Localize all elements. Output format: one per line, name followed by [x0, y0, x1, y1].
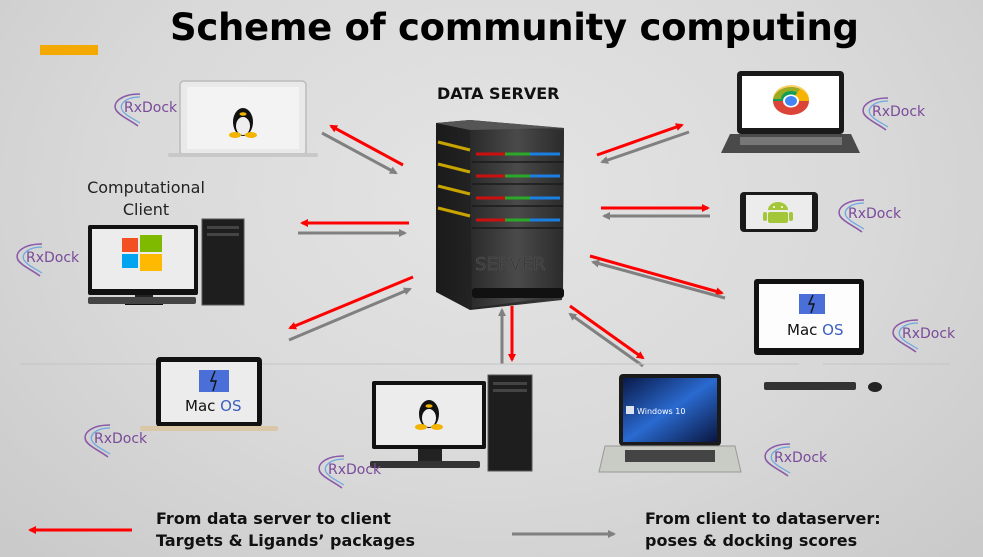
legend-server-to-client-line1: From data server to client — [156, 509, 391, 528]
rxdock-logo-text: RxDock — [872, 104, 926, 120]
rxdock-swoosh-purple — [838, 199, 865, 233]
legend-client-to-server-line2: poses & docking scores — [645, 531, 858, 550]
macos-screen-text: Mac OS — [185, 397, 242, 415]
rxdock-logo: RxDock — [764, 443, 828, 477]
rxdock-swoosh-blue — [770, 446, 791, 474]
rxdock-swoosh-blue — [90, 427, 111, 455]
arrow-server-to-chrome-laptop — [596, 123, 684, 157]
arrow-server-to-macos-laptop — [288, 275, 414, 330]
legend-client-to-server: From client to dataserver: poses & docki… — [645, 508, 881, 552]
rxdock-swoosh-purple — [16, 243, 43, 277]
rxdock-swoosh-blue — [844, 202, 865, 230]
arrow-server-to-linux-laptop — [329, 124, 404, 167]
server-light-yellow — [437, 162, 471, 174]
rxdock-swoosh-purple — [862, 97, 889, 131]
arrow-macos-laptop-to-server — [288, 287, 412, 342]
chrome-icon — [773, 85, 809, 115]
rxdock-logo-text: RxDock — [774, 450, 828, 466]
linux-penguin-icon — [229, 108, 257, 138]
server-front — [470, 128, 564, 308]
rxdock-logo-text: RxDock — [26, 250, 80, 266]
arrow-windows10-laptop-to-server — [568, 312, 644, 368]
rxdock-logo: RxDock — [862, 97, 926, 131]
windows-logo-icon — [626, 406, 634, 414]
mac-finder-icon — [799, 294, 825, 314]
rxdock-logo: RxDock — [318, 455, 382, 489]
rxdock-swoosh-blue — [324, 458, 345, 486]
server-light-yellow — [437, 140, 471, 152]
mac-finder-icon — [199, 370, 229, 392]
computational-client-label: Computational Client — [87, 178, 205, 219]
chrome-laptop — [721, 71, 860, 153]
arrows — [288, 123, 726, 368]
rxdock-swoosh-purple — [114, 93, 141, 127]
rxdock-swoosh-purple — [84, 424, 111, 458]
android-icon — [763, 202, 793, 223]
rxdock-logo: RxDock — [114, 93, 178, 127]
page-title: Scheme of community computing — [170, 6, 859, 49]
linux-penguin-icon — [415, 400, 443, 430]
legend-server-to-client-line2: Targets & Ligands’ packages — [156, 531, 416, 550]
server-case-text: SERVER — [475, 254, 546, 275]
macos-laptop: Mac OS — [140, 357, 278, 431]
windows-logo-icon — [122, 235, 162, 271]
rxdock-swoosh-blue — [868, 100, 889, 128]
rxdock-logo: RxDock — [838, 199, 902, 233]
arrow-linux-laptop-to-server — [321, 131, 398, 175]
rxdock-logo-text: RxDock — [902, 326, 956, 342]
rxdock-logo-text: RxDock — [848, 206, 902, 222]
legend-client-to-server-line1: From client to dataserver: — [645, 509, 881, 528]
legend-server-to-client: From data server to client Targets & Lig… — [156, 508, 415, 552]
windows10-laptop: Windows 10 — [598, 374, 742, 473]
server-base — [472, 288, 564, 298]
rxdock-logo: RxDock — [892, 319, 956, 353]
linux-desktop — [370, 374, 533, 472]
server-top — [436, 120, 564, 130]
linux-laptop — [168, 80, 318, 157]
rxdock-logo-text: RxDock — [124, 100, 178, 116]
macos-all-in-one: Mac OS — [754, 279, 882, 392]
rxdock-swoosh-purple — [318, 455, 345, 489]
server-light-yellow — [437, 184, 471, 196]
rxdock-swoosh-purple — [764, 443, 791, 477]
android-phone — [740, 192, 818, 232]
arrow-macos-all-in-one-to-server — [591, 259, 726, 300]
rxdock-logo-text: RxDock — [328, 462, 382, 478]
arrow-server-to-windows10-laptop — [569, 304, 645, 360]
rxdock-logo: RxDock — [84, 424, 148, 458]
arrow-chrome-laptop-to-server — [600, 130, 690, 164]
macos-screen-text: Mac OS — [787, 321, 844, 339]
rxdock-swoosh-blue — [120, 96, 141, 124]
windows10-screen-text: Windows 10 — [637, 407, 685, 416]
data-server-label: DATA SERVER — [437, 84, 560, 103]
rxdock-swoosh-purple — [892, 319, 919, 353]
rxdock-logo: RxDock — [16, 243, 80, 277]
windows-desktop — [88, 218, 245, 306]
data-server: SERVER — [436, 120, 564, 310]
rxdock-swoosh-blue — [22, 246, 43, 274]
arrow-server-to-macos-all-in-one — [589, 254, 724, 296]
rxdock-logos: RxDockRxDockRxDockRxDockRxDockRxDockRxDo… — [16, 93, 956, 489]
rxdock-logo-text: RxDock — [94, 431, 148, 447]
server-lights — [437, 140, 563, 229]
rxdock-swoosh-blue — [898, 322, 919, 350]
server-light-yellow — [437, 206, 471, 218]
accent-bar — [40, 45, 98, 55]
